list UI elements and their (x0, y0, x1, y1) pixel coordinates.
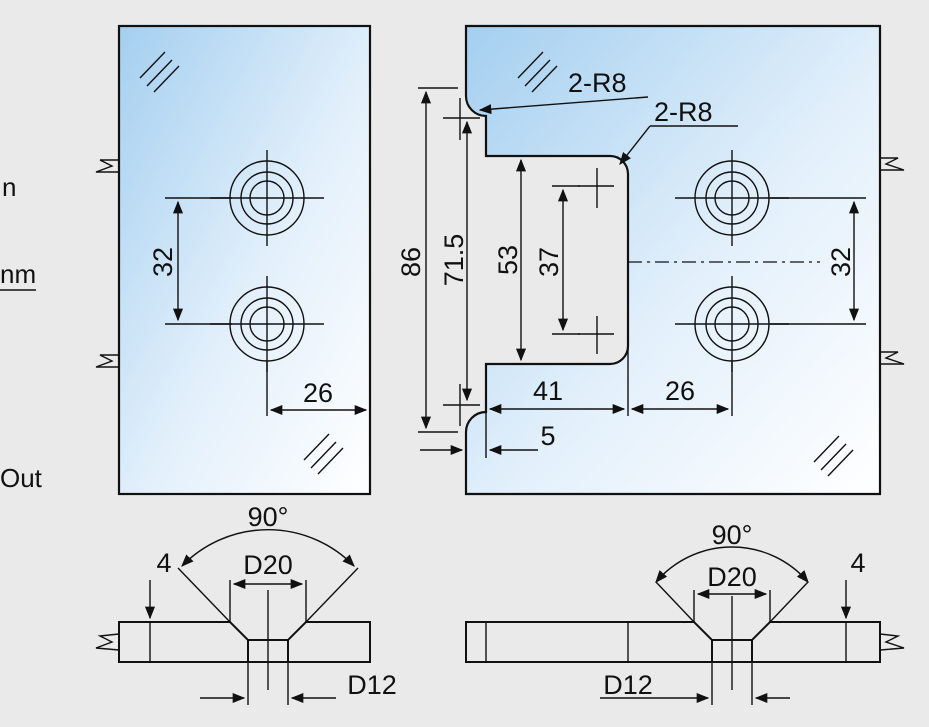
glass-hatch-icon (517, 51, 854, 477)
dim-overall-height: 86 (396, 247, 426, 277)
glass-hatch-icon (139, 51, 344, 475)
dim-edge-offset: 26 (303, 378, 333, 408)
dim-notch-depth: 41 (533, 376, 563, 406)
dim-notch-height: 53 (493, 245, 523, 275)
break-symbol (95, 159, 119, 173)
dim-radius-top: 2-R8 (568, 68, 627, 98)
hole-mark (675, 150, 789, 246)
dim-thickness-left: 4 (156, 548, 171, 578)
break-symbol (95, 354, 119, 368)
side-label-2: nm (0, 259, 36, 289)
dim-edge-offset-right: 26 (665, 376, 695, 406)
dim-thickness-right: 4 (850, 548, 865, 578)
break-symbol (95, 633, 120, 651)
dim-countersink-right: D20 (707, 562, 757, 592)
right-section: 90° D20 4 D12 (465, 520, 905, 705)
break-symbol (880, 157, 905, 171)
dim-inner-hole-spacing: 37 (534, 247, 564, 277)
radius-centre-mark (443, 98, 614, 426)
dim-radius-inner: 2-R8 (654, 97, 713, 127)
dim-bore-left: D12 (347, 670, 397, 700)
dim-notch-outer: 71.5 (439, 234, 469, 287)
left-plate: 32 26 (95, 24, 372, 496)
dim-hole-spacing-right: 32 (826, 247, 856, 277)
dim-countersink-left: D20 (243, 550, 293, 580)
left-section: 90° D20 4 D12 (95, 502, 397, 705)
left-plate-outline (117, 24, 372, 496)
break-symbol (880, 351, 905, 365)
break-symbol (879, 633, 905, 651)
dim-bore-right: D12 (603, 670, 653, 700)
side-label-1: n (2, 172, 16, 202)
dim-angle-left: 90° (248, 502, 289, 532)
right-plate: 2-R8 2-R8 86 71.5 53 37 32 41 26 (396, 24, 905, 496)
dim-angle-right: 90° (712, 520, 753, 550)
dim-hole-spacing: 32 (148, 247, 178, 277)
dim-step: 5 (540, 421, 555, 451)
side-label-3: Out (0, 463, 43, 493)
